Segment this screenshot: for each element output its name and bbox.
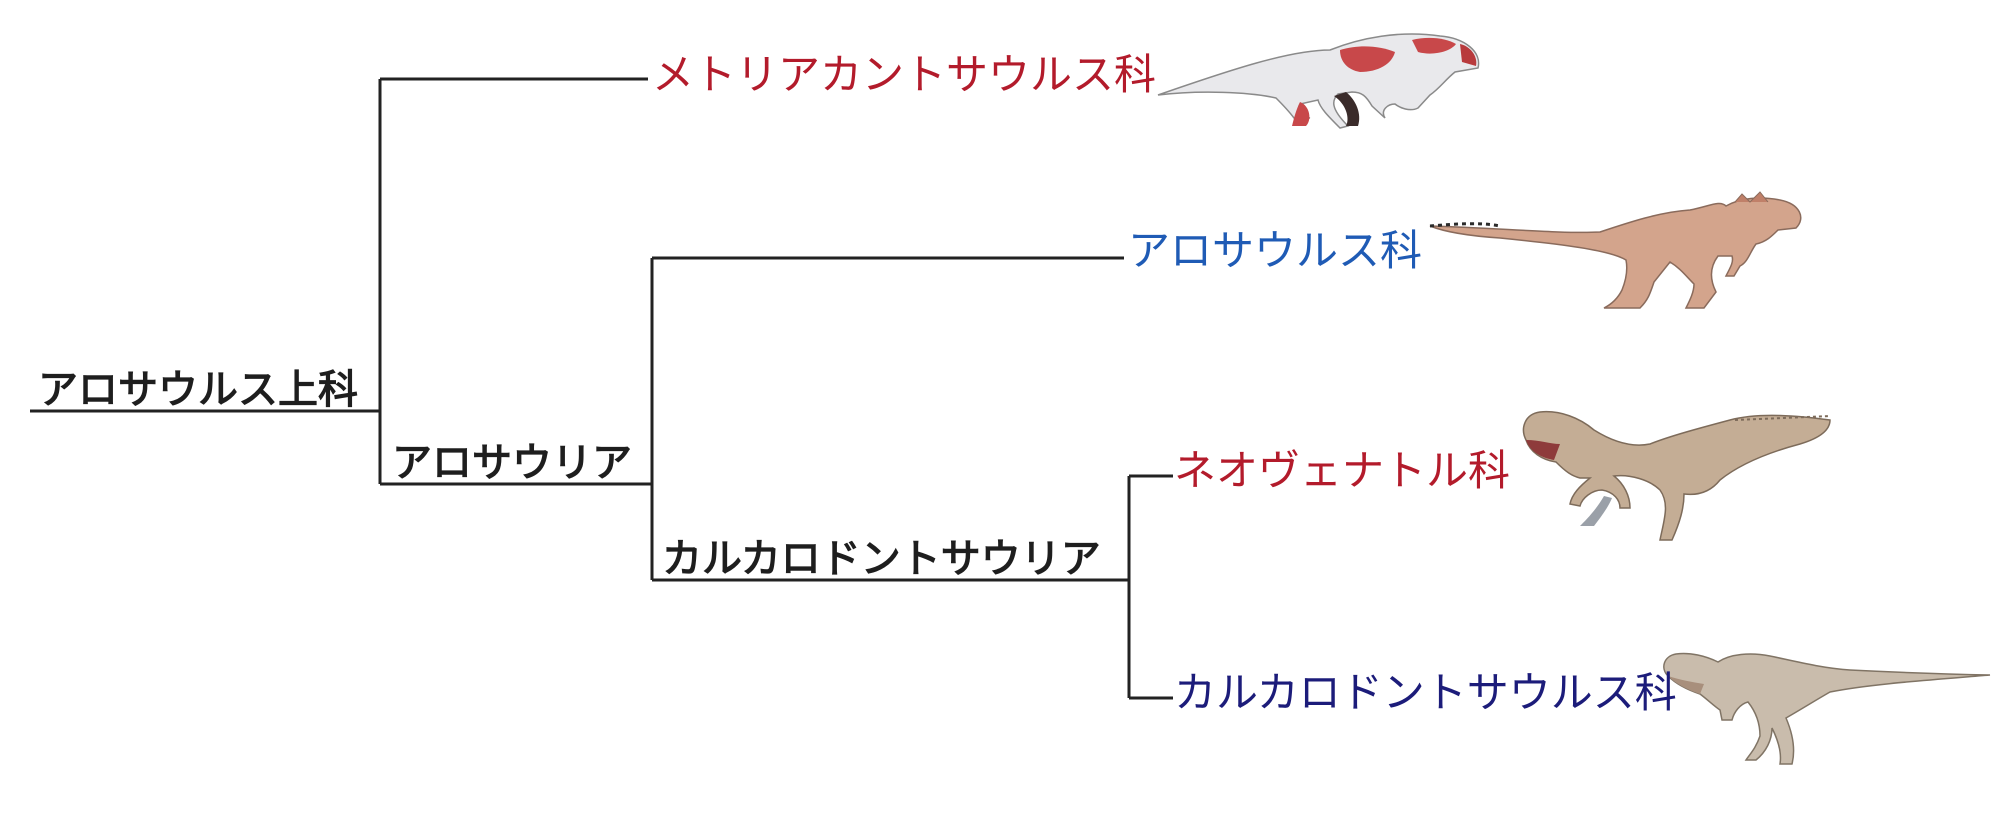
family-label-neovenatoridae: ネオヴェナトル科 (1174, 446, 1511, 495)
clade-label-allosauria: アロサウリア (392, 440, 632, 486)
metriacanthosaurid-dinosaur-illustration (1157, 33, 1480, 129)
family-label-carcharodontosauridae: カルカロドントサウルス科 (1174, 668, 1677, 717)
clade-label-allosauroidea: アロサウルス上科 (38, 367, 358, 413)
neovenatorid-dinosaur-illustration (1522, 410, 1831, 541)
clade-label-carcharodontosauria: カルカロドントサウリア (662, 536, 1101, 582)
family-label-allosauridae: アロサウルス科 (1128, 226, 1423, 275)
family-label-metriacanthosauridae: メトリアカントサウルス科 (652, 50, 1157, 99)
carcharodontosaurid-dinosaur-illustration (1663, 652, 1991, 765)
allosaurid-dinosaur-illustration (1429, 191, 1802, 309)
